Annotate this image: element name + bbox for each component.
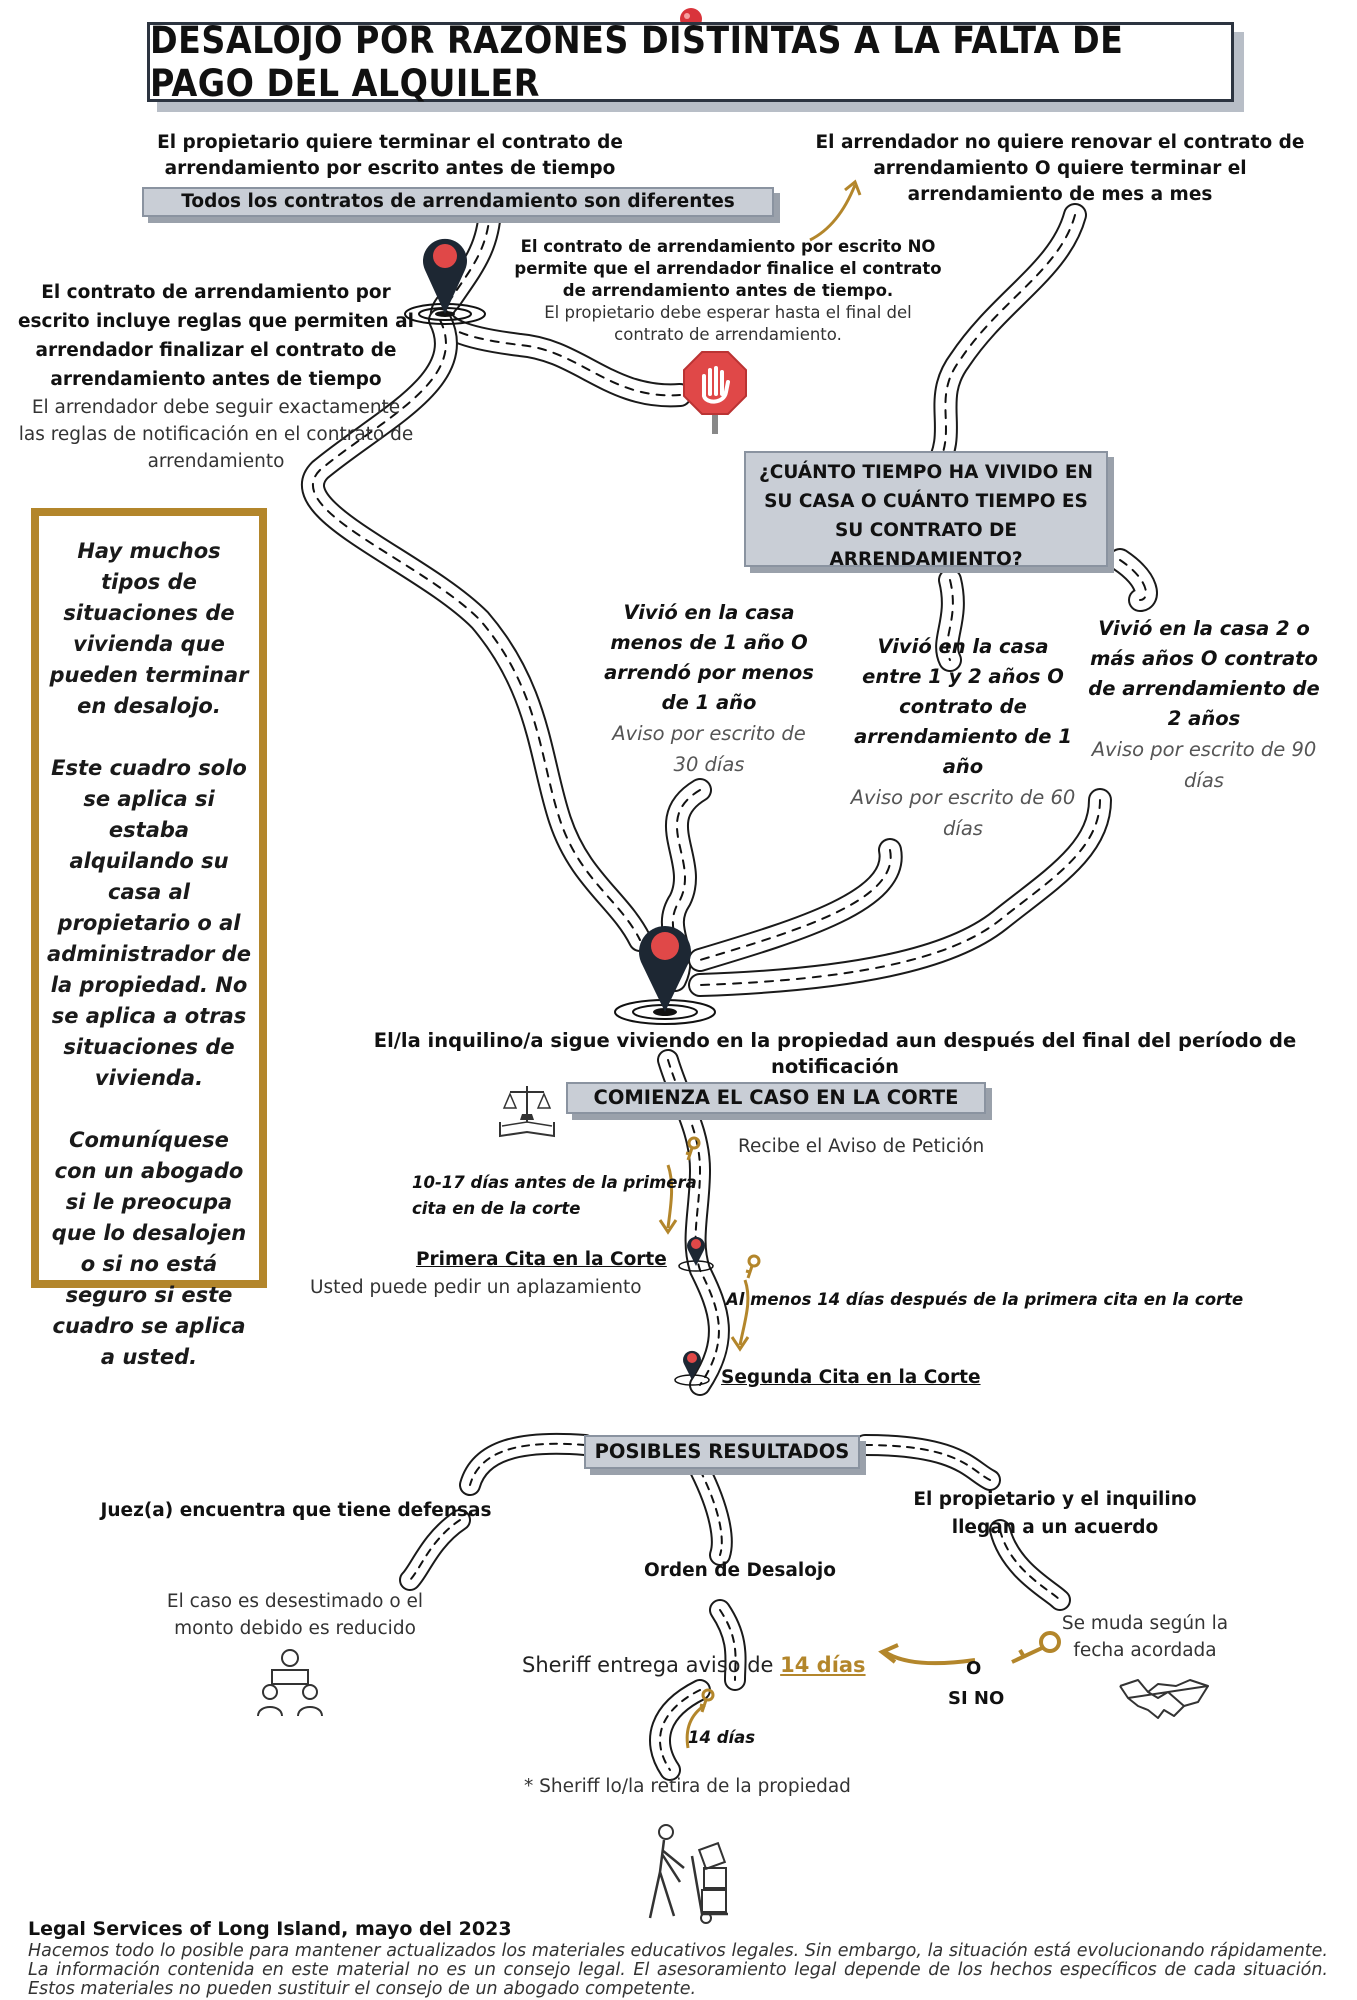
outcomes-banner: POSIBLES RESULTADOS [584, 1435, 860, 1469]
arrow-14-days [685, 1703, 706, 1749]
second-court-date: Segunda Cita en la Corte [721, 1367, 981, 1388]
key-icon [1011, 1631, 1061, 1664]
side-box-p1: Hay muchos tipos de situaciones de vivie… [49, 539, 249, 718]
footer-org: Legal Services of Long Island, mayo del … [28, 1918, 512, 1940]
leases-differ-label: Todos los contratos de arrendamiento son… [181, 191, 735, 212]
lease-not-allows-heading: El contrato de arrendamiento por escrito… [514, 237, 942, 300]
map-pin-icon [404, 238, 486, 325]
side-box-p3: Comuníquese con un abogado si le preocup… [51, 1128, 247, 1369]
arrow-sheriff [878, 1643, 976, 1666]
top-right-heading: El arrendador no quiere renovar el contr… [815, 132, 1305, 205]
side-box-p2: Este cuadro solo se aplica si estaba alq… [47, 756, 251, 1090]
duration-under-1-year: Vivió en la casa menos de 1 año O arrend… [604, 598, 814, 780]
duration-2-plus-years: Vivió en la casa 2 o más años O contrato… [1080, 614, 1328, 796]
outcomes-banner-label: POSIBLES RESULTADOS [594, 1440, 850, 1463]
removal-text: * Sheriff lo/la retira de la propiedad [524, 1776, 851, 1797]
duration-1-to-2-years: Vivió en la casa entre 1 y 2 años O cont… [848, 632, 1078, 844]
duration-notice: Aviso por escrito de 90 días [1091, 738, 1317, 792]
eviction-order-heading: Orden de Desalojo [644, 1560, 836, 1581]
road-court [657, 1049, 730, 1396]
arrow-first-date [658, 1164, 678, 1235]
arrow-top-right [809, 179, 862, 242]
first-court-note: Usted puede pedir un aplazamiento [310, 1277, 642, 1298]
agreement-note: Se muda según la fecha acordada [1061, 1613, 1229, 1661]
duration-heading: Vivió en la casa menos de 1 año O arrend… [604, 601, 814, 714]
sheriff-notice-days: 14 días [780, 1653, 866, 1677]
court-banner-label: COMIENZA EL CASO EN LA CORTE [593, 1086, 959, 1109]
key-icon [745, 1254, 761, 1279]
lease-allows-heading: El contrato de arrendamiento por escrito… [18, 282, 414, 390]
or-label: O [966, 1658, 982, 1679]
sheriff-notice: Sheriff entrega aviso de 14 días [522, 1653, 866, 1677]
key-icon [699, 1688, 715, 1713]
judge-meeting-icon [257, 1649, 323, 1717]
road-top-right [923, 203, 1087, 482]
road-90-days [688, 548, 1158, 997]
page-title: DESALOJO POR RAZONES DISTINTAS A LA FALT… [150, 19, 1124, 105]
lease-not-allows-note: El propietario debe esperar hasta el fin… [544, 303, 912, 344]
tenant-stays-text: El/la inquilino/a sigue viviendo en la p… [373, 1029, 1297, 1078]
leases-differ-banner: Todos los contratos de arrendamiento son… [142, 187, 774, 217]
lease-allows-block: El contrato de arrendamiento por escrito… [16, 278, 416, 475]
duration-heading: Vivió en la casa entre 1 y 2 años O cont… [854, 635, 1072, 778]
footer-disclaimer: Hacemos todo lo posible para mantener ac… [28, 1941, 1328, 1999]
title-box: DESALOJO POR RAZONES DISTINTAS A LA FALT… [147, 19, 1234, 105]
defenses-heading: Juez(a) encuentra que tiene defensas [100, 1500, 492, 1521]
scales-book-icon [499, 1086, 555, 1138]
question-text: ¿CUÁNTO TIEMPO HA VIVIDO EN SU CASA O CU… [759, 462, 1093, 570]
court-banner: COMIENZA EL CASO EN LA CORTE [566, 1082, 986, 1114]
road-outcomes [399, 1432, 1071, 1781]
days-before-text: 10-17 días antes de la primera cita en d… [412, 1173, 697, 1218]
road-left-long [301, 308, 652, 952]
top-left-heading: El propietario quiere terminar el contra… [157, 132, 623, 179]
map-pin-icon [674, 1350, 710, 1386]
lease-not-allows-block: El contrato de arrendamiento por escrito… [508, 236, 948, 346]
sheriff-notice-prefix: Sheriff entrega aviso de [522, 1653, 781, 1677]
road-60-days [688, 568, 965, 972]
agreement-heading: El propietario y el inquilino llegan a u… [913, 1489, 1197, 1538]
fourteen-days-label: 14 días [688, 1728, 756, 1747]
stop-hand-icon [683, 351, 747, 434]
mover-dolly-icon [648, 1824, 728, 1924]
lease-allows-note: El arrendador debe seguir exactamente la… [18, 397, 414, 472]
info-side-box: Hay muchos tipos de situaciones de vivie… [31, 508, 267, 1369]
arrow-second-date [730, 1279, 750, 1352]
duration-notice: Aviso por escrito de 60 días [850, 786, 1076, 840]
si-no-label: SI NO [948, 1688, 1005, 1709]
key-icon [685, 1136, 701, 1161]
road-top-left [430, 198, 692, 408]
question-box: ¿CUÁNTO TIEMPO HA VIVIDO EN SU CASA O CU… [744, 451, 1108, 570]
duration-heading: Vivió en la casa 2 o más años O contrato… [1088, 617, 1320, 730]
days-after-text: Al menos 14 días después de la primera c… [726, 1290, 1244, 1309]
defenses-note: El caso es desestimado o el monto debido… [166, 1591, 424, 1639]
petition-notice-text: Recibe el Aviso de Petición [738, 1136, 985, 1157]
first-court-date: Primera Cita en la Corte [416, 1249, 667, 1270]
map-pin-icon [678, 1236, 714, 1272]
map-pin-icon [614, 926, 716, 1025]
handshake-icon [1119, 1679, 1209, 1719]
duration-notice: Aviso por escrito de 30 días [612, 722, 806, 776]
